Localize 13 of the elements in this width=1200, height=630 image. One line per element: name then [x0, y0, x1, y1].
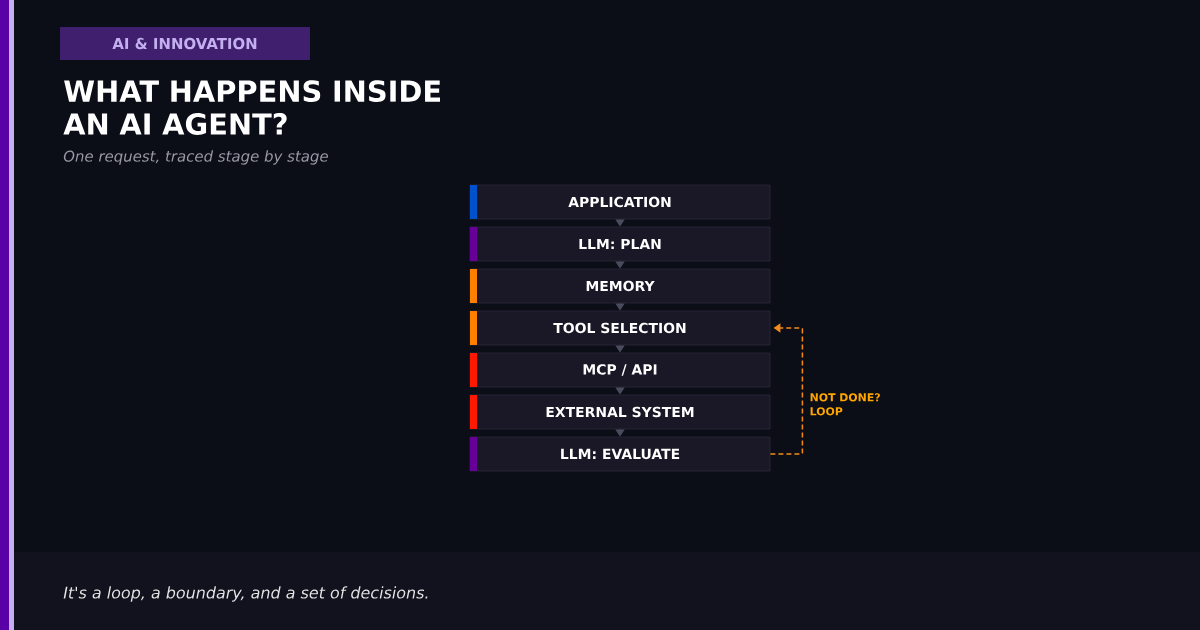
- stage-box: APPLICATION: [469, 184, 771, 220]
- loop-arrow: [769, 323, 804, 455]
- stage-box: LLM: EVALUATE: [469, 436, 771, 472]
- category-tag: AI & INNOVATION: [60, 27, 310, 60]
- stage-box: MCP / API: [469, 352, 771, 388]
- stage-box: MEMORY: [469, 268, 771, 304]
- stage-box: LLM: PLAN: [469, 226, 771, 262]
- stage-box: EXTERNAL SYSTEM: [469, 394, 771, 430]
- stage-box: TOOL SELECTION: [469, 310, 771, 346]
- footer-caption: It's a loop, a boundary, and a set of decisions.: [63, 586, 428, 602]
- title: WHAT HAPPENS INSIDE AN AI AGENT?: [63, 80, 440, 135]
- subtitle: One request, traced stage by stage: [63, 150, 328, 165]
- edge-label: NOT DONE? LOOP: [810, 393, 880, 416]
